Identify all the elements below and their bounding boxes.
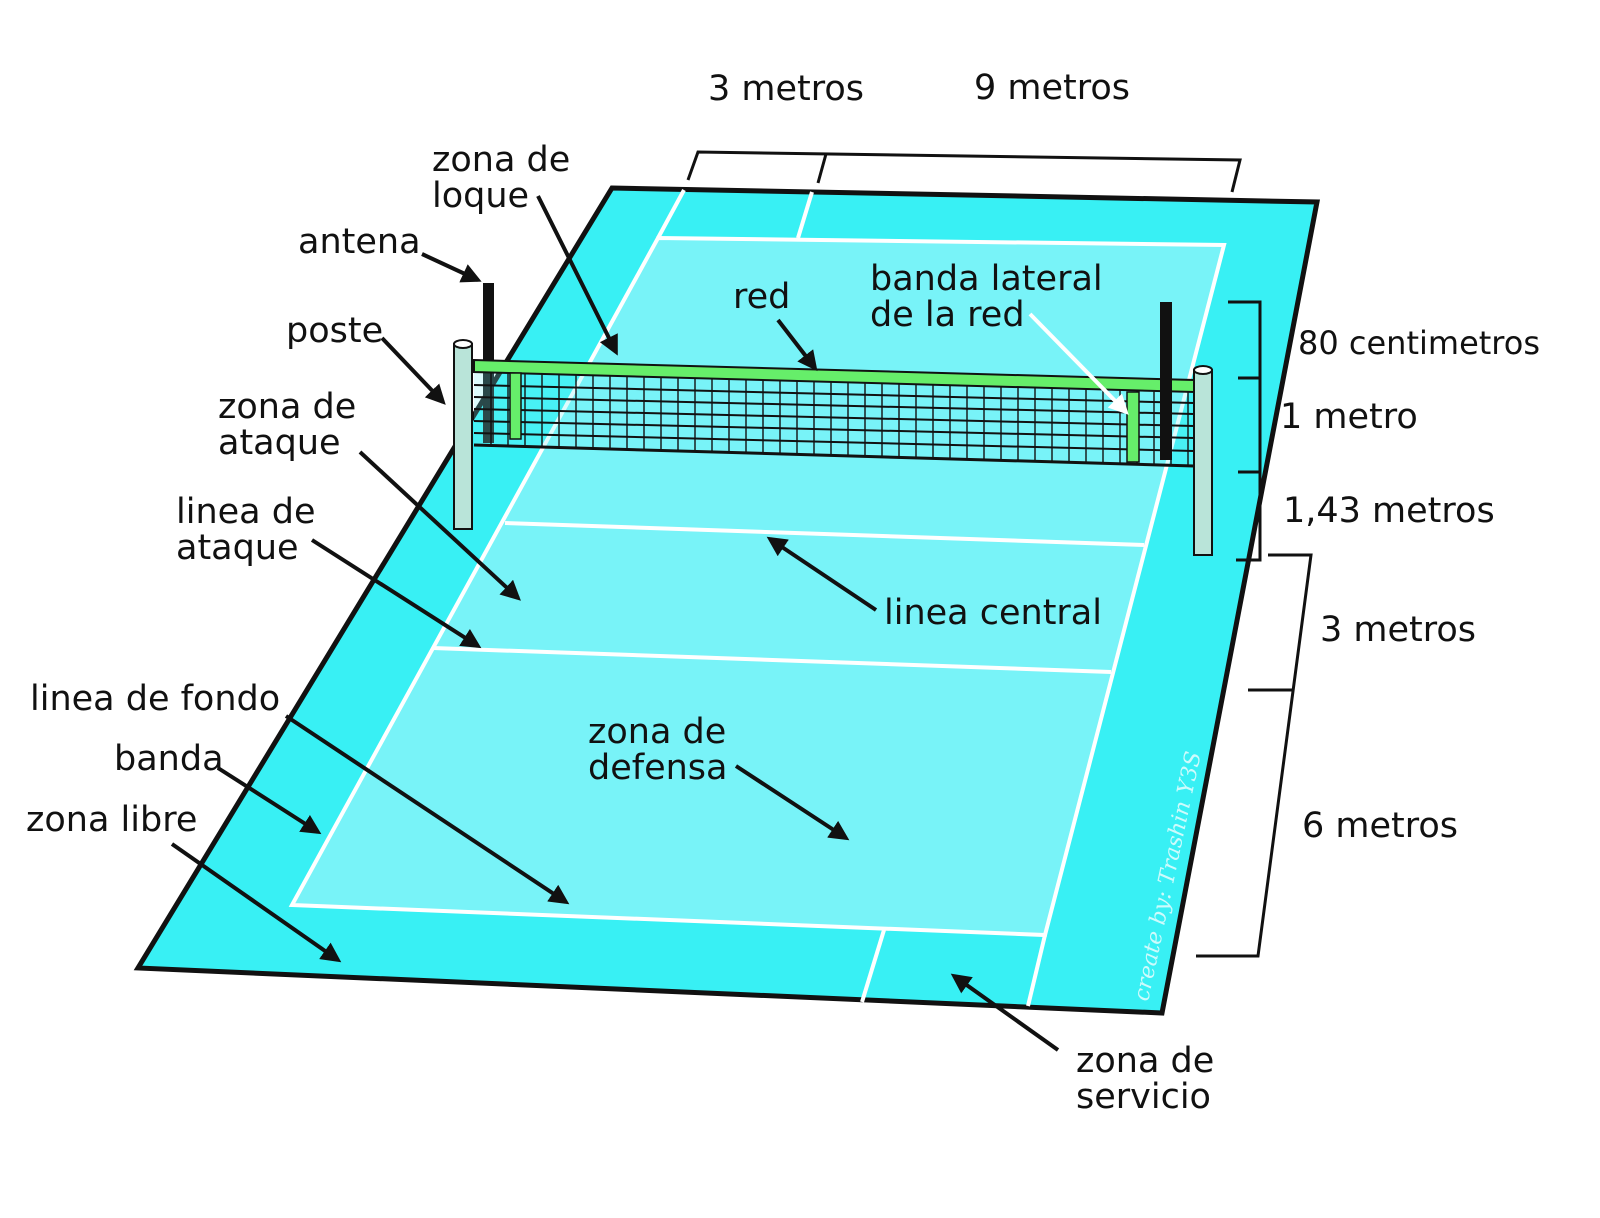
arrow-zona-ataque	[358, 450, 521, 601]
dim-side-attack: 3 metros	[1320, 610, 1476, 650]
attack-line-far	[504, 521, 1145, 547]
arrow-linea-fondo	[284, 714, 570, 905]
arrow-poste	[380, 336, 446, 405]
service-mark-far-right	[796, 191, 814, 239]
label-linea-ataque: linea de ataque	[176, 492, 327, 568]
label-zona-defensa: zona de defensa	[588, 712, 737, 788]
arrow-banda-lateral	[1028, 312, 1129, 415]
dim-net-bottom: 1,43 metros	[1283, 491, 1495, 531]
antenna-right	[1160, 302, 1172, 460]
net	[473, 358, 1195, 468]
right-dimension-brackets	[1196, 300, 1313, 958]
top-dimension-brackets	[686, 150, 1242, 193]
label-zona-bloque: zona de loque	[432, 140, 581, 216]
dim-top-left: 3 metros	[708, 69, 864, 109]
arrow-zona-defensa	[734, 764, 850, 841]
arrow-banda	[216, 766, 322, 835]
post-right	[1193, 365, 1213, 556]
court-lines	[432, 189, 1145, 1007]
arrow-zona-libre	[170, 842, 342, 963]
side-band-left	[509, 372, 522, 440]
service-mark-near-left	[860, 929, 886, 1003]
service-mark-near-right	[1026, 934, 1047, 1007]
post-left	[453, 339, 473, 530]
label-antena: antena	[298, 222, 421, 262]
label-linea-fondo: linea de fondo	[30, 679, 280, 719]
dim-side-defense: 6 metros	[1302, 806, 1458, 846]
label-red: red	[733, 277, 790, 317]
arrow-zona-servicio	[950, 973, 1060, 1052]
callout-arrows	[170, 195, 1129, 1052]
label-linea-central: linea central	[884, 593, 1102, 633]
dim-net-mid: 1 metro	[1280, 397, 1418, 437]
side-band-right	[1126, 391, 1140, 463]
label-poste: poste	[286, 311, 383, 351]
dim-top-right: 9 metros	[974, 68, 1130, 108]
label-banda-lateral: banda lateral de la red	[870, 259, 1114, 335]
arrow-antena	[421, 252, 482, 283]
label-banda: banda	[114, 739, 224, 779]
label-zona-servicio: zona de servicio	[1076, 1041, 1225, 1117]
dim-net-top: 80 centimetros	[1298, 324, 1540, 362]
service-mark-far-left	[656, 189, 686, 239]
arrow-zona-bloque	[536, 195, 618, 356]
label-zona-ataque: zona de ataque	[218, 387, 367, 463]
arrow-linea-ataque	[310, 538, 482, 649]
arrow-linea-central	[766, 536, 878, 612]
center-line	[432, 646, 1112, 674]
label-zona-libre: zona libre	[26, 800, 197, 840]
arrow-red	[776, 318, 818, 372]
